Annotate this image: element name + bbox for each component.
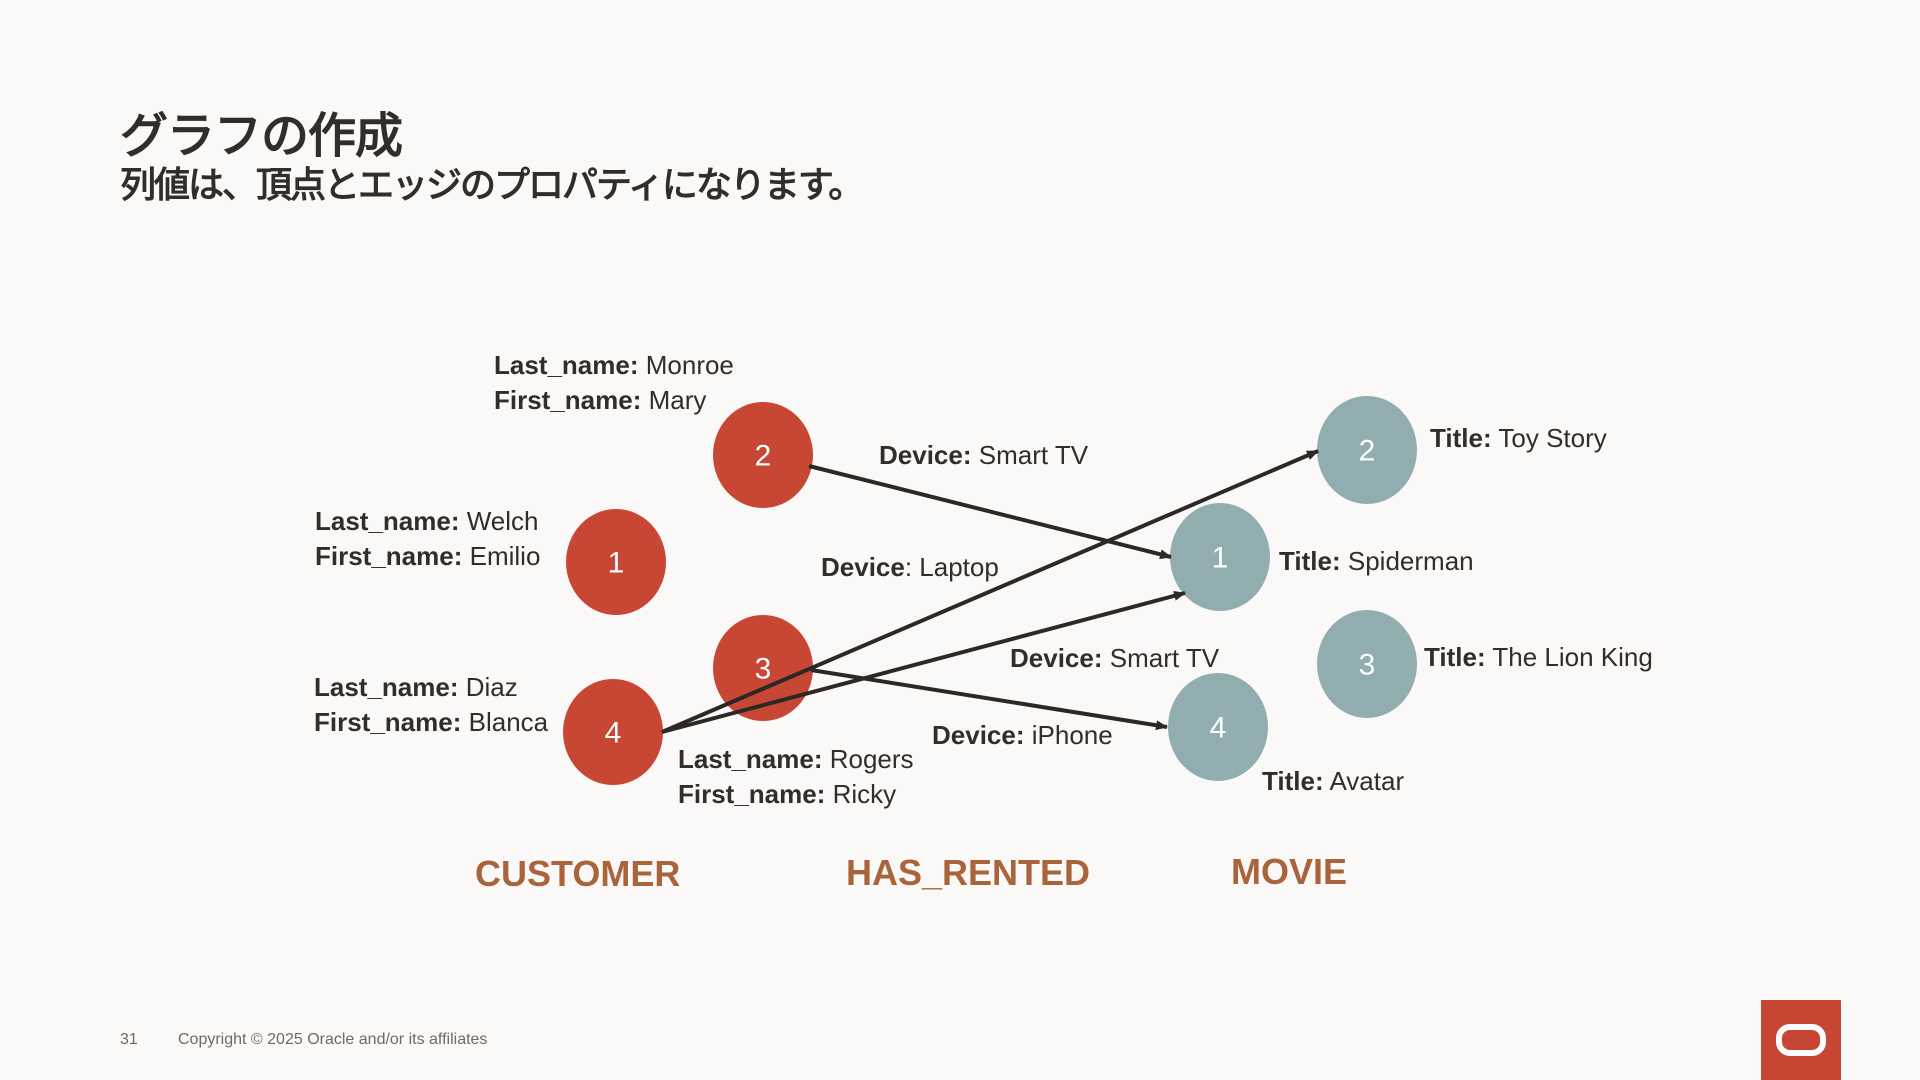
copyright-text: Copyright © 2025 Oracle and/or its affil…: [178, 1031, 488, 1048]
slide-subtitle: 列値は、頂点とエッジのプロパティになります。: [120, 165, 864, 206]
svg-text:4: 4: [1210, 712, 1227, 745]
property-row: Last_name: Rogers: [678, 744, 914, 774]
customer-node-3: 3: [713, 615, 813, 721]
oracle-logo-icon: [1761, 1000, 1841, 1080]
section-label-customer: CUSTOMER: [475, 853, 681, 894]
property-row: First_name: Blanca: [314, 707, 549, 737]
edge-customer4-movie1: [661, 590, 1186, 734]
customer-3-properties: Last_name: Rogers First_name: Ricky: [678, 742, 914, 812]
edge-4-property: Device: iPhone: [932, 720, 1113, 750]
customer-4-properties: Last_name: Diaz First_name: Blanca: [314, 670, 548, 740]
edge-customer3-movie4: [810, 668, 1168, 731]
property-row: First_name: Mary: [494, 385, 707, 415]
movie-2-properties: Title: Toy Story: [1430, 423, 1607, 453]
section-label-has-rented: HAS_RENTED: [846, 852, 1091, 893]
edge-customer4-movie2: [661, 449, 1319, 734]
movie-node-3: 3: [1317, 610, 1417, 718]
svg-text:1: 1: [1212, 542, 1229, 575]
property-row: Last_name: Welch: [315, 506, 539, 536]
property-row: Last_name: Monroe: [494, 350, 734, 380]
property-row: First_name: Emilio: [315, 541, 541, 571]
svg-text:3: 3: [1359, 649, 1376, 682]
edge-3-property: Device: Smart TV: [1010, 643, 1220, 673]
svg-text:4: 4: [605, 717, 622, 750]
page-number: 31: [120, 1031, 138, 1048]
svg-text:3: 3: [755, 653, 772, 686]
property-row: First_name: Ricky: [678, 779, 897, 809]
movie-4-properties: Title: Avatar: [1262, 766, 1405, 796]
customer-2-properties: Last_name: Monroe First_name: Mary: [494, 348, 734, 418]
property-row: Last_name: Diaz: [314, 672, 518, 702]
customer-node-4: 4: [563, 679, 663, 785]
movie-node-2: 2: [1317, 396, 1417, 504]
edge-customer2-movie1: [808, 464, 1172, 560]
slide-title: グラフの作成: [120, 108, 403, 164]
customer-node-1: 1: [566, 509, 666, 615]
movie-1-properties: Title: Spiderman: [1279, 546, 1474, 576]
svg-text:1: 1: [608, 547, 625, 580]
edge-2-property: Device: Laptop: [821, 552, 999, 582]
customer-1-properties: Last_name: Welch First_name: Emilio: [315, 504, 540, 574]
svg-text:2: 2: [1359, 435, 1376, 468]
customer-node-2: 2: [713, 402, 813, 508]
edge-1-property: Device: Smart TV: [879, 440, 1089, 470]
svg-text:2: 2: [755, 440, 772, 473]
movie-node-1: 1: [1170, 503, 1270, 611]
section-label-movie: MOVIE: [1231, 851, 1348, 892]
movie-3-properties: Title: The Lion King: [1424, 642, 1653, 672]
movie-node-4: 4: [1168, 673, 1268, 781]
